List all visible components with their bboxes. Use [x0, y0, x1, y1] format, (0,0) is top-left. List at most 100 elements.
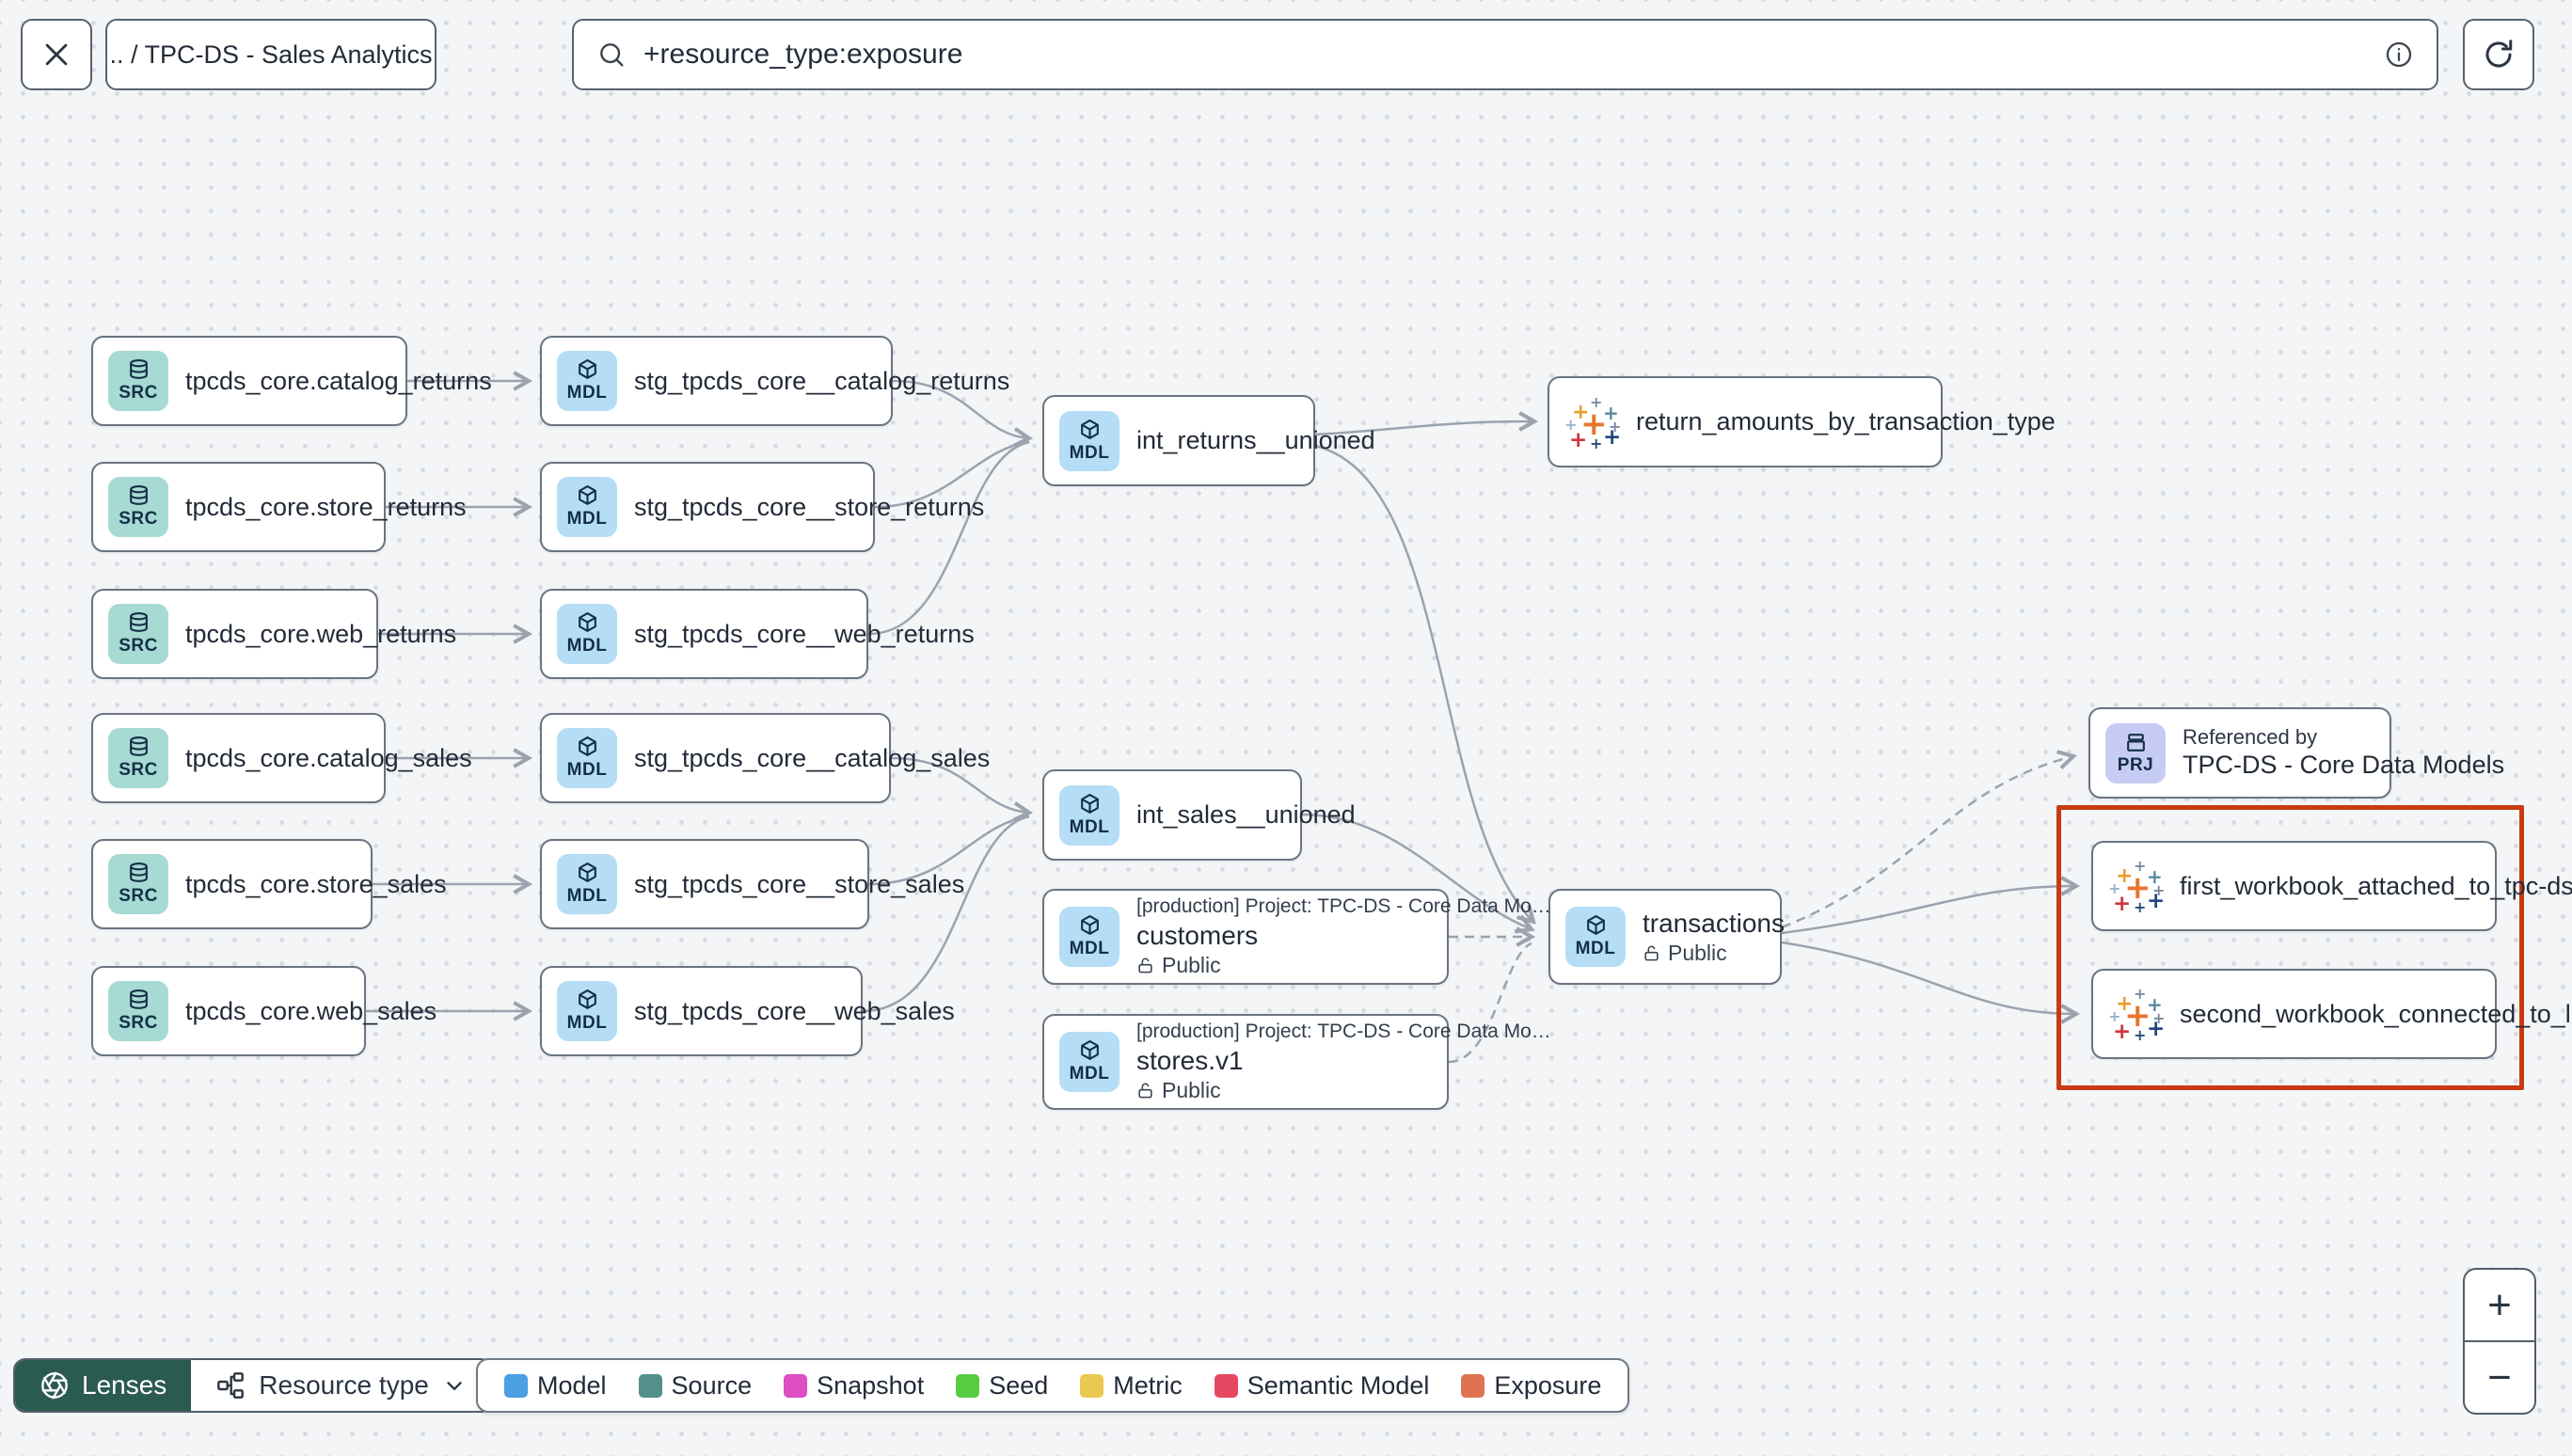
model-badge: MDL [1059, 1032, 1119, 1092]
node-stg-catalog-returns[interactable]: MDL stg_tpcds_core__catalog_returns [540, 336, 1009, 426]
database-icon [129, 359, 148, 379]
tableau-icon: + + + + + + + + + [2108, 857, 2166, 916]
exposure-color-chip [1461, 1373, 1485, 1398]
database-icon [129, 736, 148, 756]
selection-highlight [2056, 805, 2524, 1090]
cube-icon [578, 485, 596, 505]
node-public-customers[interactable]: MDL [production] Project: TPC-DS - Core … [1042, 889, 1551, 985]
database-icon [129, 485, 148, 505]
node-stg-catalog-sales[interactable]: MDL stg_tpcds_core__catalog_sales [540, 713, 990, 803]
resource-type-dropdown[interactable]: Resource type [191, 1360, 491, 1411]
breadcrumb[interactable]: .. / TPC-DS - Sales Analytics [105, 19, 437, 90]
unlock-icon [1138, 1083, 1152, 1099]
unlock-icon [1644, 945, 1659, 961]
source-badge: SRC [108, 854, 168, 914]
cube-icon [1586, 915, 1605, 935]
resource-type-icon [217, 1372, 245, 1399]
seed-color-chip [956, 1373, 980, 1398]
database-icon [129, 989, 148, 1009]
cube-icon [578, 736, 596, 756]
node-source-store-sales[interactable]: SRC tpcds_core.store_sales [91, 839, 447, 929]
node-int-sales-unioned[interactable]: MDL int_sales__unioned [1042, 769, 1356, 861]
resource-type-legend: Model Source Snapshot Seed Metric Semant… [476, 1358, 1630, 1413]
node-stg-web-sales[interactable]: MDL stg_tpcds_core__web_sales [540, 966, 955, 1056]
model-badge: MDL [557, 351, 617, 411]
tableau-icon: + + + + + + + + + [1564, 392, 1622, 452]
source-badge: SRC [108, 477, 168, 537]
node-stg-store-returns[interactable]: MDL stg_tpcds_core__store_returns [540, 462, 984, 552]
model-badge: MDL [557, 477, 617, 537]
node-stg-store-sales[interactable]: MDL stg_tpcds_core__store_sales [540, 839, 964, 929]
legend-item-exposure: Exposure [1461, 1371, 1601, 1401]
project-label: [production] Project: TPC-DS - Core Data… [1136, 895, 1551, 917]
source-badge: SRC [108, 351, 168, 411]
search-bar[interactable] [572, 19, 2438, 90]
zoom-in-button[interactable]: + [2487, 1281, 2512, 1328]
cube-icon [578, 863, 596, 882]
node-source-store-returns[interactable]: SRC tpcds_core.store_returns [91, 462, 467, 552]
node-exposure-second-workbook[interactable]: + + + + + + + + + second_workbook_connec… [2091, 969, 2572, 1059]
legend-item-source: Source [638, 1371, 752, 1401]
zoom-out-button[interactable]: − [2487, 1353, 2512, 1401]
access-row: Public [1136, 1077, 1551, 1104]
legend-item-semantic-model: Semantic Model [1214, 1371, 1429, 1401]
tableau-icon: + + + + + + + + + [2108, 985, 2166, 1044]
legend-item-snapshot: Snapshot [784, 1371, 924, 1401]
node-exposure-first-workbook[interactable]: + + + + + + + + + first_workbook_attache… [2091, 841, 2572, 931]
legend-item-model: Model [504, 1371, 607, 1401]
model-badge: MDL [1565, 907, 1626, 967]
info-icon[interactable] [2384, 40, 2414, 70]
database-icon [129, 612, 148, 632]
refresh-button[interactable] [2463, 19, 2534, 90]
project-label: [production] Project: TPC-DS - Core Data… [1136, 1021, 1551, 1042]
refresh-icon [2485, 40, 2513, 68]
model-name: customers [1136, 921, 1259, 951]
metric-color-chip [1080, 1373, 1104, 1398]
node-public-stores-v1[interactable]: MDL [production] Project: TPC-DS - Core … [1042, 1014, 1551, 1110]
project-badge: PRJ [2105, 722, 2166, 783]
close-button[interactable] [21, 19, 92, 90]
cube-icon [578, 359, 596, 379]
node-source-catalog-returns[interactable]: SRC tpcds_core.catalog_returns [91, 336, 492, 426]
node-int-returns-unioned[interactable]: MDL int_returns__unioned [1042, 395, 1375, 486]
search-icon [600, 43, 624, 67]
referenced-by-name: TPC-DS - Core Data Models [2183, 751, 2505, 780]
node-source-catalog-sales[interactable]: SRC tpcds_core.catalog_sales [91, 713, 472, 803]
cube-icon [1080, 915, 1099, 935]
model-badge: MDL [557, 728, 617, 788]
node-exposure-return-amounts[interactable]: + + + + + + + + + return_amounts_by_tran… [1548, 376, 2056, 467]
close-icon [45, 43, 68, 66]
breadcrumb-label: .. / TPC-DS - Sales Analytics [109, 40, 433, 69]
access-row: Public [1136, 952, 1551, 979]
model-badge: MDL [1059, 410, 1119, 471]
model-badge: MDL [557, 854, 617, 914]
model-badge: MDL [557, 981, 617, 1041]
access-row: Public [1643, 940, 1785, 967]
node-source-web-returns[interactable]: SRC tpcds_core.web_returns [91, 589, 456, 679]
node-transactions[interactable]: MDL transactions Public [1548, 889, 1785, 985]
cube-icon [578, 989, 596, 1009]
source-color-chip [638, 1373, 662, 1398]
lens-control: Lenses Resource type [13, 1358, 493, 1413]
referenced-by-title: Referenced by [2183, 724, 2318, 749]
snapshot-color-chip [784, 1373, 808, 1398]
unlock-icon [1138, 957, 1152, 973]
model-name: stores.v1 [1136, 1046, 1244, 1076]
node-source-web-sales[interactable]: SRC tpcds_core.web_sales [91, 966, 437, 1056]
cube-icon [1080, 1040, 1099, 1060]
legend-item-metric: Metric [1080, 1371, 1183, 1401]
cube-icon [1080, 793, 1099, 814]
zoom-control: + − [2463, 1268, 2536, 1415]
zoom-divider [2465, 1340, 2534, 1342]
lenses-button[interactable]: Lenses [15, 1360, 192, 1411]
node-stg-web-returns[interactable]: MDL stg_tpcds_core__web_returns [540, 589, 975, 679]
search-input[interactable] [642, 38, 2369, 71]
source-badge: SRC [108, 728, 168, 788]
source-badge: SRC [108, 981, 168, 1041]
cube-icon [578, 612, 596, 632]
source-badge: SRC [108, 604, 168, 664]
node-referenced-by-project[interactable]: PRJ Referenced by TPC-DS - Core Data Mod… [2088, 707, 2504, 799]
model-badge: MDL [1059, 907, 1119, 967]
